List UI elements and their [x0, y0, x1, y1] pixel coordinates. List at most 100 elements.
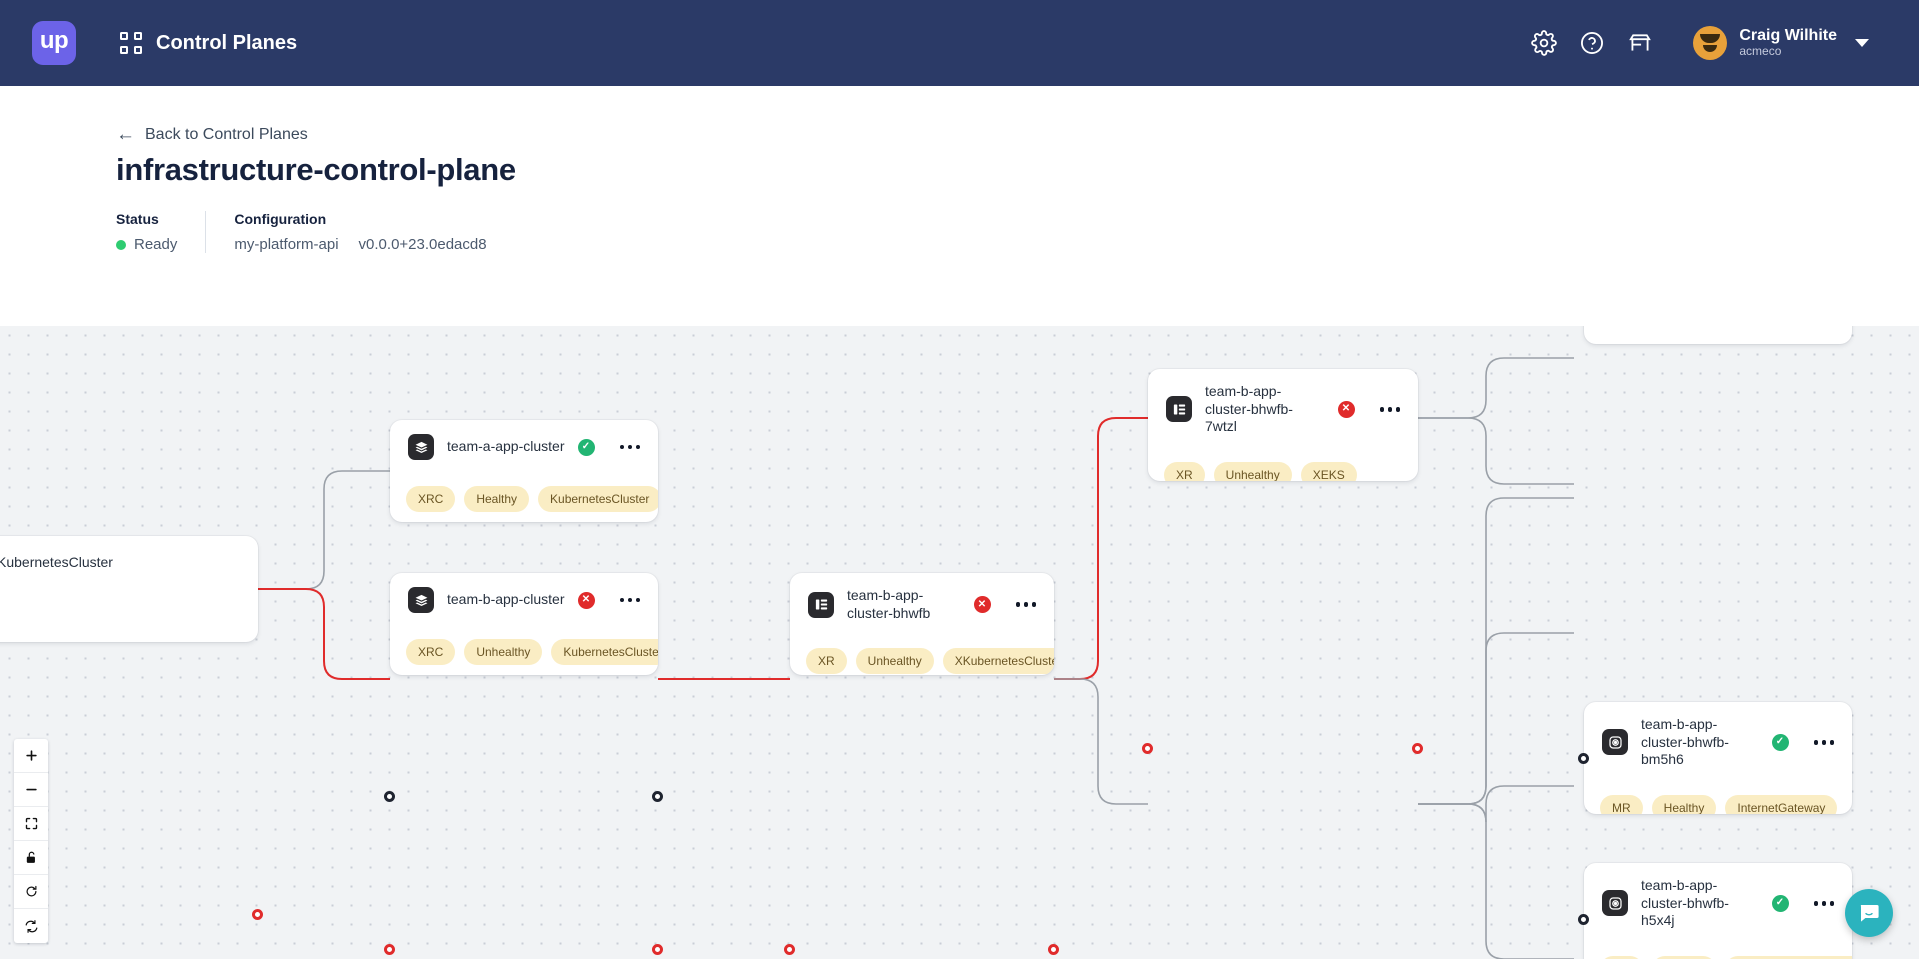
chat-bubble-icon[interactable]	[1845, 889, 1893, 937]
more-options-icon[interactable]	[619, 444, 640, 450]
more-options-icon[interactable]	[1813, 901, 1834, 906]
tag: Healthy	[464, 486, 530, 512]
status-healthy-icon: ✓	[1771, 733, 1789, 751]
graph-node-team-b-app-cluster-bhwfb-h5x4j[interactable]: team-b-app-cluster-bhwfb-h5x4j ✓ MR Heal…	[1584, 863, 1852, 959]
tag: MR	[1600, 955, 1643, 959]
zoom-out-button[interactable]	[14, 773, 48, 807]
meta-divider	[205, 211, 207, 253]
graph-node-team-b-app-cluster[interactable]: team-b-app-cluster ✕ XRC Unhealthy Kuber…	[390, 573, 658, 675]
more-options-icon[interactable]	[1015, 602, 1036, 607]
node-tags: XR Unhealthy XKubernetesCluster	[790, 635, 1054, 675]
help-circle-icon[interactable]	[1579, 30, 1605, 56]
top-navigation-bar: up Control Planes	[0, 0, 1919, 86]
node-header	[1584, 326, 1852, 344]
node-tags: API	[0, 589, 258, 642]
node-title: team-b-app-cluster	[447, 591, 565, 608]
user-org: acmeco	[1739, 44, 1782, 59]
node-handle-team-b-right[interactable]	[652, 944, 663, 955]
tag: XRC	[406, 639, 456, 665]
tag: XR	[806, 648, 847, 674]
graph-node-team-a-app-cluster[interactable]: team-a-app-cluster ✓ XRC Healthy Kuberne…	[390, 420, 658, 522]
more-options-icon[interactable]	[619, 597, 640, 603]
graph-node-kubernetescluster[interactable]: KubernetesCluster API	[0, 536, 258, 642]
node-handle-7wtzl-left[interactable]	[1142, 743, 1153, 754]
zoom-in-button[interactable]	[14, 739, 48, 773]
tag: InternetGateway	[1725, 794, 1838, 814]
node-tags: XR Unhealthy XEKS	[1148, 449, 1418, 481]
tag: XKubernetesCluster	[942, 648, 1054, 674]
more-options-icon[interactable]	[1379, 407, 1400, 412]
managed-resource-icon	[1602, 729, 1628, 756]
node-handle-bhwfb-right[interactable]	[1048, 944, 1059, 955]
graph-node-team-b-app-cluster-bhwfb[interactable]: team-b-app-cluster-bhwfb ✕ XR Unhealthy …	[790, 573, 1054, 675]
status-unhealthy-icon: ✕	[973, 596, 991, 613]
status-block: Status Ready	[116, 211, 177, 253]
node-handle-team-b-left[interactable]	[384, 944, 395, 955]
page-title: infrastructure-control-plane	[116, 152, 516, 187]
layers-icon	[408, 434, 434, 460]
node-handle-7wtzl-right[interactable]	[1412, 743, 1423, 754]
tag: MainRouteTableAssoc	[1725, 955, 1852, 959]
back-to-control-planes-link[interactable]: ← Back to Control Planes	[116, 125, 308, 144]
up-logo-icon[interactable]: up	[32, 21, 76, 65]
canvas-controls	[14, 739, 48, 943]
node-handle-h5x4j-left[interactable]	[1578, 914, 1589, 925]
node-handle-team-a-left[interactable]	[384, 791, 395, 802]
user-menu[interactable]: Craig Wilhite acmeco	[1693, 26, 1869, 60]
tag: Unhealthy	[464, 639, 543, 665]
status-unhealthy-icon: ✕	[577, 591, 595, 609]
node-header: team-b-app-cluster-bhwfb-bm5h6 ✓	[1584, 702, 1852, 782]
tag: MR	[1600, 794, 1643, 814]
composite-icon	[1166, 396, 1192, 423]
nav-title: Control Planes	[156, 31, 298, 54]
arrow-left-icon: ←	[116, 124, 135, 145]
configuration-label: Configuration	[234, 211, 327, 227]
node-title: team-b-app-cluster-bhwfb-h5x4j	[1641, 877, 1729, 928]
tag: Unhealthy	[855, 648, 934, 674]
logo-text: up	[39, 27, 69, 54]
gear-icon[interactable]	[1531, 30, 1558, 56]
node-header: KubernetesCluster	[0, 536, 258, 589]
status-badge: Ready	[116, 236, 177, 253]
unlock-icon[interactable]	[14, 841, 48, 875]
topbar-actions: Craig Wilhite acmeco	[1531, 26, 1891, 60]
chevron-down-icon[interactable]	[1855, 39, 1869, 47]
managed-resource-icon	[1602, 890, 1628, 917]
configuration-version: v0.0.0+23.0edacd8	[358, 236, 487, 253]
resource-graph-canvas[interactable]: KubernetesCluster API team-a-app-cluster…	[0, 326, 1919, 959]
fit-view-button[interactable]	[14, 807, 48, 841]
node-handle-bhwfb-left[interactable]	[784, 944, 795, 955]
marketplace-icon[interactable]	[1627, 30, 1653, 56]
tag: Healthy	[1651, 955, 1717, 959]
tag: Unhealthy	[1213, 461, 1292, 481]
status-unhealthy-icon: ✕	[1337, 400, 1355, 418]
nav-control-planes[interactable]: Control Planes	[120, 32, 297, 55]
avatar	[1693, 26, 1728, 60]
graph-node-partial-top[interactable]	[1584, 326, 1852, 344]
tag: KubernetesCluster	[538, 486, 658, 512]
tag: XEKS	[1300, 461, 1357, 481]
layers-icon	[408, 587, 434, 613]
graph-node-team-b-app-cluster-bhwfb-7wtzl[interactable]: team-b-app-cluster-bhwfb-7wtzl ✕ XR Unhe…	[1148, 369, 1418, 481]
node-header: team-b-app-cluster-bhwfb ✕	[790, 573, 1054, 635]
refresh-icon[interactable]	[14, 909, 48, 943]
graph-node-team-b-app-cluster-bhwfb-bm5h6[interactable]: team-b-app-cluster-bhwfb-bm5h6 ✓ MR Heal…	[1584, 702, 1852, 814]
configuration-name: my-platform-api	[234, 236, 339, 253]
node-handle-team-a-right[interactable]	[652, 791, 663, 802]
node-handle-bm5h6-left[interactable]	[1578, 753, 1589, 764]
node-handle-kubernetescluster-right[interactable]	[252, 909, 263, 920]
more-options-icon[interactable]	[1813, 740, 1834, 745]
node-title: team-b-app-cluster-bhwfb-7wtzl	[1205, 383, 1293, 434]
node-tags: MR Healthy InternetGateway	[1584, 782, 1852, 814]
tag: KubernetesCluster	[551, 639, 658, 665]
rotate-cw-icon[interactable]	[14, 875, 48, 909]
node-title: team-b-app-cluster-bhwfb-bm5h6	[1641, 716, 1729, 767]
node-tags: MR Healthy MainRouteTableAssoc	[1584, 943, 1852, 959]
control-plane-meta: Status Ready Configuration my-platform-a…	[116, 211, 487, 253]
tag: XRC	[406, 486, 456, 512]
status-label: Status	[116, 211, 159, 227]
user-name: Craig Wilhite	[1739, 26, 1837, 44]
status-dot-icon	[116, 239, 126, 250]
node-title: KubernetesCluster	[0, 554, 113, 571]
node-title: team-a-app-cluster	[447, 438, 565, 455]
